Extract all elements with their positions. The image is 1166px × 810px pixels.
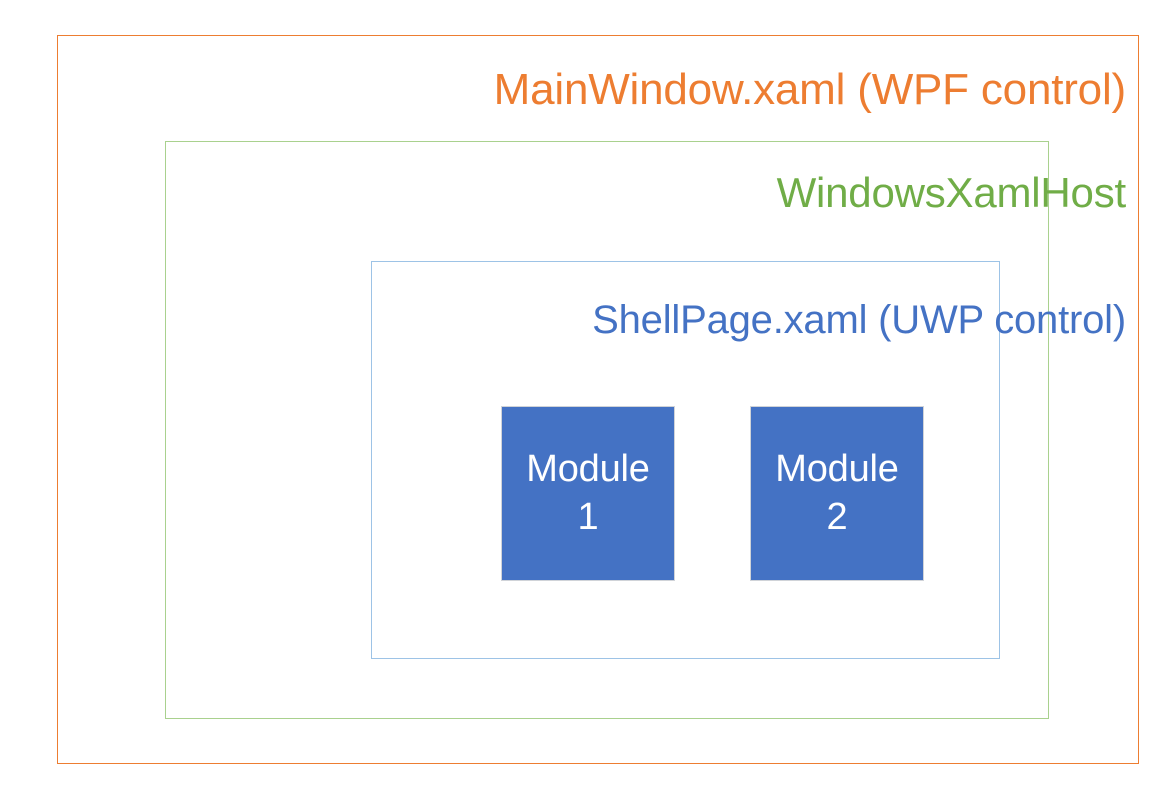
module-1-block: Module 1 (501, 406, 675, 581)
mainwindow-container-box (57, 35, 1139, 764)
module-2-label: Module 2 (775, 448, 899, 538)
module-2-block: Module 2 (750, 406, 924, 581)
windowsxamlhost-container-label: WindowsXamlHost (776, 169, 1127, 216)
module-1-label: Module 1 (526, 448, 650, 538)
windowsxamlhost-container-box (165, 141, 1049, 719)
shellpage-container-box (371, 261, 1000, 659)
shellpage-container-label: ShellPage.xaml (UWP control) (592, 298, 1126, 342)
mainwindow-container-label: MainWindow.xaml (WPF control) (493, 65, 1127, 114)
